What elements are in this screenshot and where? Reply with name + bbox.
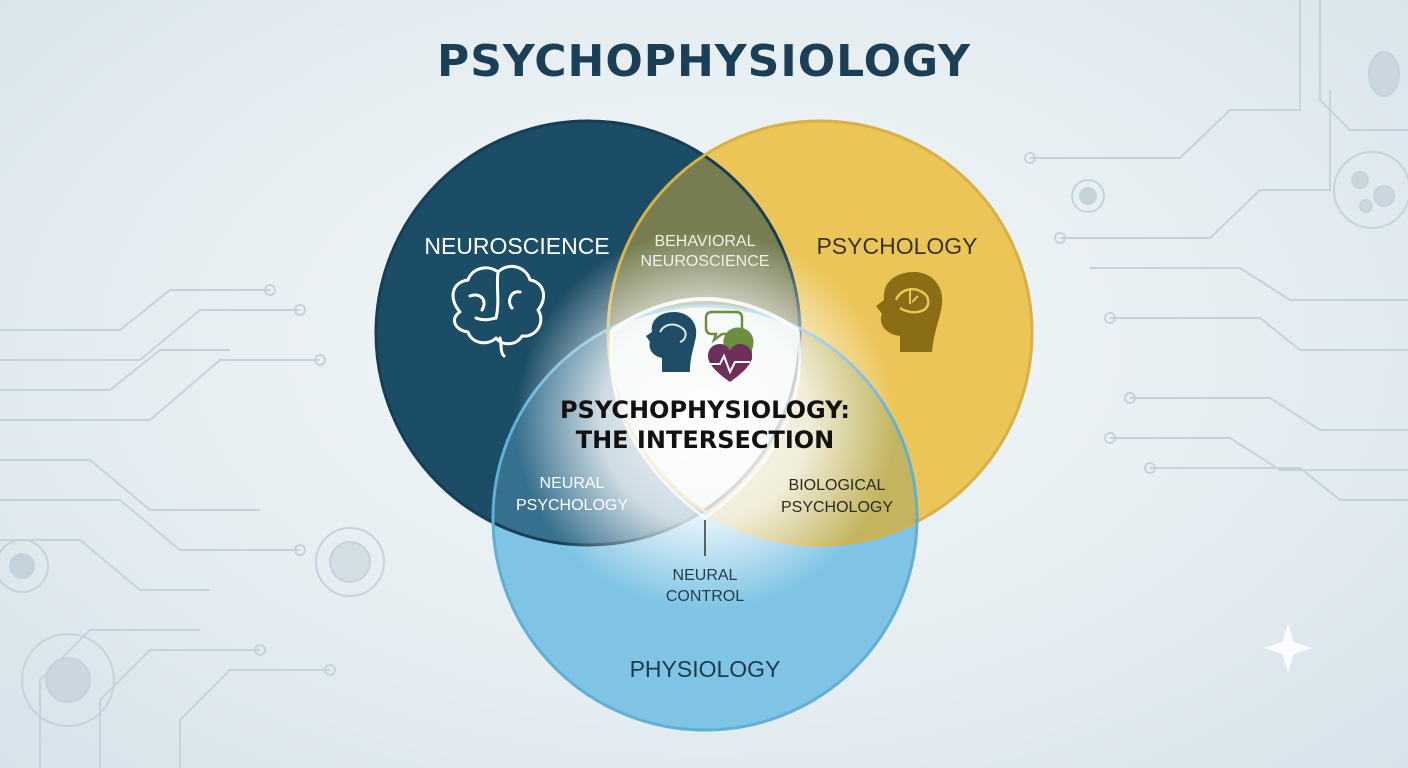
center-title-line2: THE INTERSECTION (576, 426, 835, 454)
label-neural-control-line1: NEURAL (673, 567, 738, 584)
label-neural-control-line2: CONTROL (666, 588, 744, 605)
page-title: PSYCHOPHYSIOLOGY (436, 36, 972, 87)
head-brain-icon (876, 272, 943, 352)
label-psychology: PSYCHOLOGY (816, 233, 977, 259)
label-behavioral-line1: BEHAVIORAL (654, 233, 755, 250)
label-biological-psychology-line1: BIOLOGICAL (789, 477, 886, 494)
heart-pulse-icon (708, 344, 752, 382)
label-physiology: PHYSIOLOGY (630, 656, 781, 682)
label-behavioral-line2: NEUROSCIENCE (641, 253, 770, 270)
center-title-line1: PSYCHOPHYSIOLOGY: (560, 396, 850, 424)
center-glow (515, 230, 895, 610)
label-neuroscience: NEUROSCIENCE (424, 233, 609, 259)
head-profile-icon (646, 312, 697, 372)
label-neural-psychology-line2: PSYCHOLOGY (516, 497, 628, 514)
brain-icon (451, 264, 546, 358)
sparkle-icon (1264, 624, 1312, 672)
circuit-decoration-right (1024, 0, 1408, 501)
label-neural-psychology-line1: NEURAL (540, 475, 605, 492)
label-biological-psychology-line2: PSYCHOLOGY (781, 499, 893, 516)
circuit-decoration-left (0, 284, 385, 768)
